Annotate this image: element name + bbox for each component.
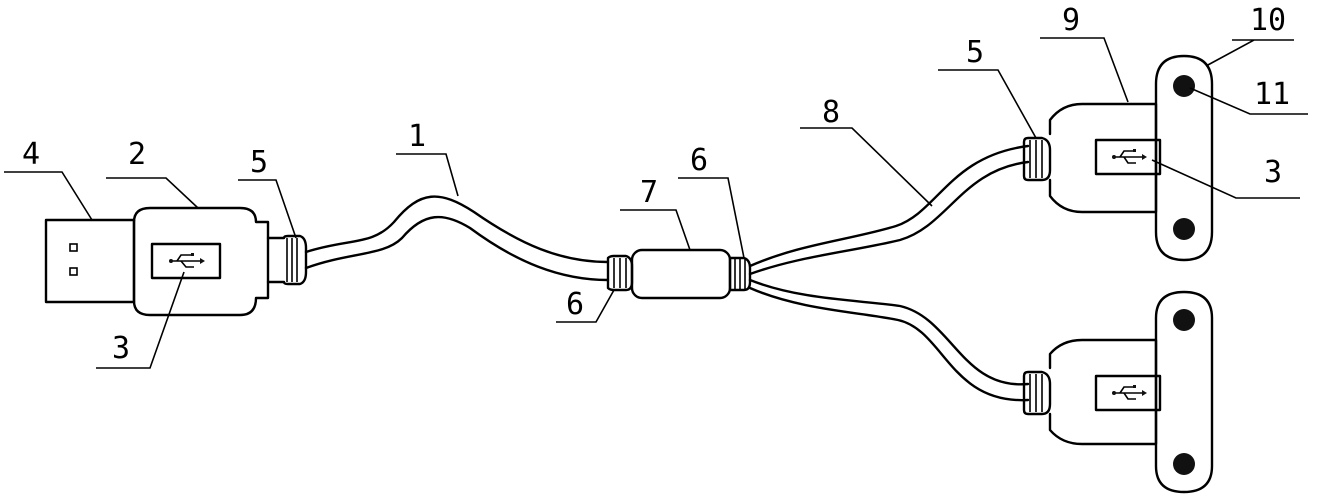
branch-cable-lower [748,278,1030,402]
label-1: 1 [408,119,426,154]
part-labels: 4 2 3 5 1 7 6 6 8 5 9 10 11 3 [22,3,1290,366]
upper-panel-socket [1022,54,1214,262]
label-10: 10 [1250,3,1286,38]
label-3-left: 3 [112,331,130,366]
lower-panel-socket [1022,290,1214,494]
mounting-hole [1173,218,1195,240]
mounting-flange [1154,290,1214,494]
mounting-flange [1154,54,1214,262]
usb-logo-window [1094,374,1162,412]
junction-strain-relief-left [606,254,634,292]
usb-symbol-icon [1112,149,1147,164]
leader-lines [4,37,1308,369]
plug-contact-hole [69,243,78,252]
strain-relief-left [266,234,308,286]
splitter-body [630,248,732,300]
branch-cable-upper [748,144,1030,276]
left-connector-housing [132,206,270,317]
label-4: 4 [22,137,40,172]
label-6-left: 6 [566,287,584,322]
label-2: 2 [128,137,146,172]
junction-strain-relief-right [728,256,752,292]
main-cable [304,195,610,282]
usb-logo-window [150,242,222,280]
label-11: 11 [1254,77,1290,112]
label-9: 9 [1062,3,1080,38]
label-7: 7 [640,175,658,210]
label-6-right: 6 [690,143,708,178]
mounting-hole [1173,453,1195,475]
usb-symbol-icon [1112,385,1147,400]
plug-metal-tip [44,218,136,304]
mounting-hole [1173,309,1195,331]
plug-contact-hole [69,267,78,276]
usb-male-plug [44,218,136,304]
label-8: 8 [822,95,840,130]
label-3-right: 3 [1264,155,1282,190]
mounting-hole [1173,75,1195,97]
label-5-right: 5 [966,35,984,70]
usb-symbol-icon [169,253,205,268]
usb-logo-window [1094,138,1162,176]
label-5-left: 5 [250,145,268,180]
